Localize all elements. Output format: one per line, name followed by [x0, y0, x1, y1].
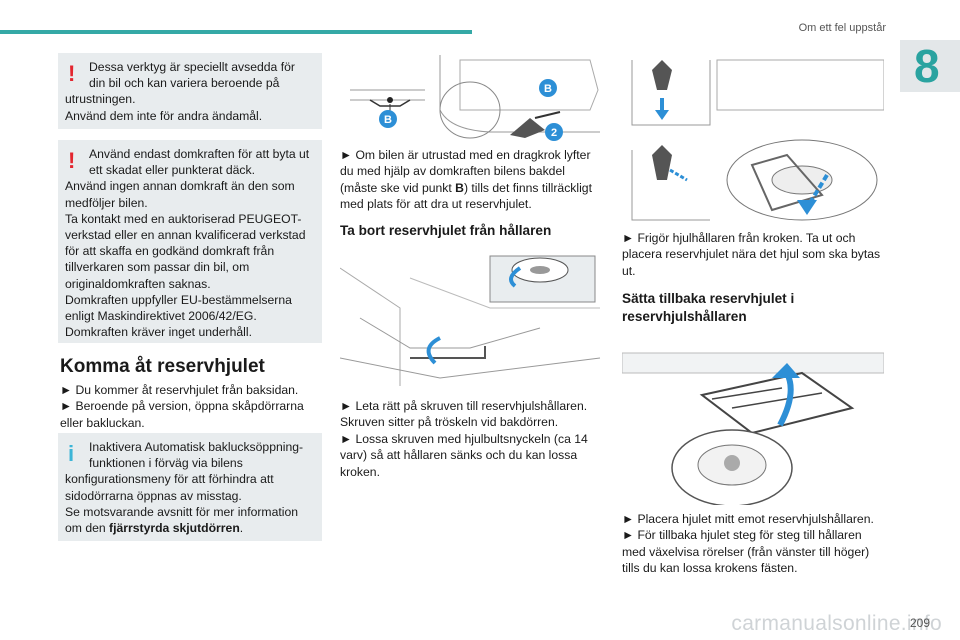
warning-icon: !: [68, 61, 76, 86]
label-b: B: [384, 114, 392, 126]
top-accent-bar: [0, 30, 472, 34]
figure-spare-wheel-screw: [340, 248, 602, 386]
middle-heading: Ta bort reservhjulet från hållaren: [340, 223, 552, 238]
chapter-tab: 8: [900, 40, 960, 92]
section-heading: Komma åt reservhjulet: [60, 356, 265, 377]
figure-tow-hook-jack: B B 2: [340, 50, 602, 142]
section-title: Om ett fel uppstår: [798, 22, 886, 34]
info-text-first: Inaktivera Automatisk baklucksöppning-fu…: [89, 440, 304, 471]
warning-box-tools: ! Dessa verktyg är speciellt avsedda för…: [58, 53, 322, 129]
steps-text: ► Du kommer åt reservhjulet från baksida…: [60, 383, 304, 430]
right-heading: Sätta tillbaka reservhjulet i reservhjul…: [622, 291, 795, 324]
warning-text-rest: Använd ingen annan domkraft än den som m…: [65, 179, 306, 340]
middle-para-2: ► Leta rätt på skruven till reservhjulsh…: [340, 399, 588, 479]
label-b: B: [544, 83, 552, 95]
info-box: i Inaktivera Automatisk baklucksöppning-…: [58, 433, 322, 541]
warning-text-first: Dessa verktyg är speciellt avsedda för d…: [89, 60, 295, 91]
warning-text-first: Använd endast domkraften för att byta ut…: [89, 147, 310, 178]
label-2: 2: [551, 127, 557, 139]
figure-release-hook: [622, 50, 884, 225]
figure-refit-spare-wheel: [622, 333, 884, 505]
page-number: 209: [909, 616, 930, 630]
middle-para-1: ► Om bilen är utrustad med en dragkrok l…: [340, 148, 592, 212]
warning-box-jack: ! Använd endast domkraften för att byta …: [58, 140, 322, 343]
warning-icon: !: [68, 148, 76, 173]
watermark-text: carmanualsonline.info: [731, 612, 942, 635]
right-para-2: ► Placera hjulet mitt emot reservhjulshå…: [622, 512, 874, 576]
chapter-number: 8: [914, 40, 940, 92]
right-para-1: ► Frigör hjulhållaren från kroken. Ta ut…: [622, 231, 881, 278]
info-text-rest: konfigurationsmeny för att förhindra att…: [65, 472, 299, 536]
warning-text-rest: utrustningen. Använd dem inte för andra …: [65, 92, 263, 123]
info-bold-link-text: fjärrstyrda skjutdörren: [109, 521, 240, 536]
info-icon: i: [68, 441, 75, 466]
